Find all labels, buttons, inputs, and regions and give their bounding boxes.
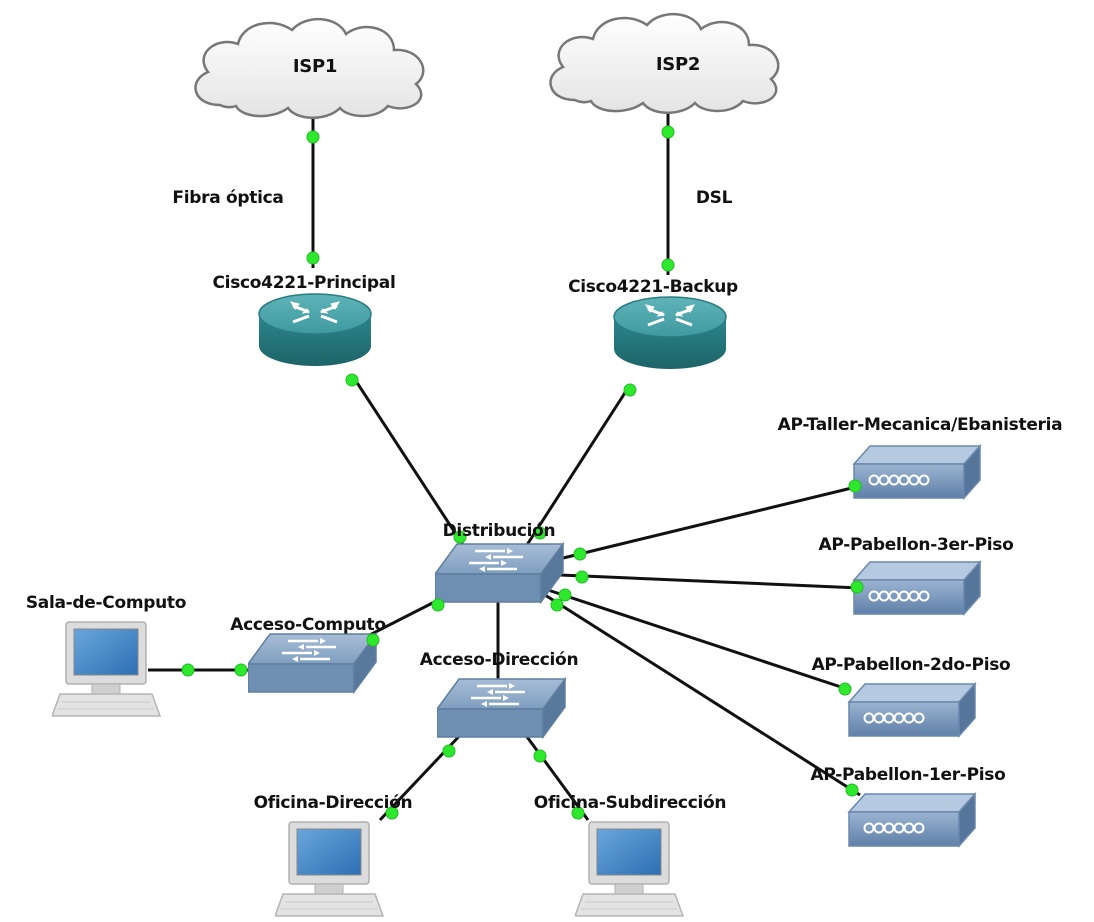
- link-distribucion-ap-piso1[interactable]: [544, 593, 861, 797]
- pc-subdireccion-icon[interactable]: [575, 821, 684, 917]
- pc-direccion-icon[interactable]: [275, 821, 384, 917]
- link-dot: [558, 588, 572, 602]
- link-distribucion-ap-taller[interactable]: [554, 484, 861, 562]
- pc-direccion-label: Oficina-Dirección: [254, 793, 413, 813]
- link-dot: [234, 663, 248, 677]
- pc-sala-icon[interactable]: [52, 621, 161, 717]
- ap-taller-label: AP-Taller-Mecanica/Ebanisteria: [778, 415, 1063, 435]
- ap-taller-icon[interactable]: [853, 445, 981, 499]
- ap-piso1-icon[interactable]: [848, 793, 976, 847]
- link-dot: [533, 526, 547, 540]
- isp2-label: ISP2: [656, 54, 700, 75]
- labels: ISP1 ISP2 Fibra óptica DSL Cisco4221-Pri…: [26, 54, 1063, 813]
- link-dot: [661, 125, 675, 139]
- link-dot: [661, 258, 675, 272]
- link-principal-distribucion[interactable]: [350, 374, 467, 549]
- link-dot: [575, 570, 589, 584]
- link-dot: [345, 373, 359, 387]
- ap-piso2-label: AP-Pabellon-2do-Piso: [812, 655, 1011, 675]
- link-dot: [385, 806, 399, 820]
- ap-piso1-label: AP-Pabellon-1er-Piso: [811, 765, 1006, 785]
- switch-acceso-direccion-label: Acceso-Dirección: [420, 650, 579, 670]
- link-dot: [533, 749, 547, 763]
- switch-acceso-direccion-icon[interactable]: [437, 677, 567, 739]
- router-principal-label: Cisco4221-Principal: [213, 273, 396, 293]
- link-dot: [573, 547, 587, 561]
- link-dot: [850, 580, 864, 594]
- link-dot: [431, 598, 445, 612]
- ap-piso3-icon[interactable]: [853, 561, 981, 615]
- switch-distribucion-icon[interactable]: [435, 542, 565, 604]
- link-dot: [571, 806, 585, 820]
- ap-piso3-label: AP-Pabellon-3er-Piso: [819, 535, 1014, 555]
- switch-acceso-computo-icon[interactable]: [248, 632, 378, 694]
- link-dot: [550, 598, 564, 612]
- link-dot: [366, 633, 380, 647]
- switch-acceso-computo-label: Acceso-Computo: [230, 615, 385, 635]
- link-distribucion-ap-piso3[interactable]: [559, 573, 861, 590]
- link-dot: [306, 251, 320, 265]
- pc-subdireccion-label: Oficina-Subdirección: [534, 793, 726, 813]
- link-dot: [838, 682, 852, 696]
- link-backup-distribucion[interactable]: [523, 384, 632, 549]
- link-dot: [623, 383, 637, 397]
- link-dot: [181, 663, 195, 677]
- link-distribucion-ap-piso2[interactable]: [547, 588, 851, 692]
- router-backup-label: Cisco4221-Backup: [568, 277, 738, 297]
- isp1-label: ISP1: [293, 56, 337, 77]
- link-dot: [453, 530, 467, 544]
- link-dot: [845, 783, 859, 797]
- router-principal-icon[interactable]: [257, 292, 373, 368]
- router-backup-icon[interactable]: [612, 295, 728, 371]
- ap-piso2-icon[interactable]: [848, 683, 976, 737]
- switch-distribucion-label: Distribución: [443, 521, 556, 541]
- link-acceso-direccion-oficina-subdireccion[interactable]: [520, 729, 590, 821]
- link-dot: [306, 130, 320, 144]
- isp2-medium-label: DSL: [696, 188, 733, 208]
- link-dot: [848, 479, 862, 493]
- pc-sala-label: Sala-de-Computo: [26, 593, 186, 613]
- link-dots: [181, 125, 864, 820]
- isp1-medium-label: Fibra óptica: [172, 188, 283, 208]
- link-dot: [442, 744, 456, 758]
